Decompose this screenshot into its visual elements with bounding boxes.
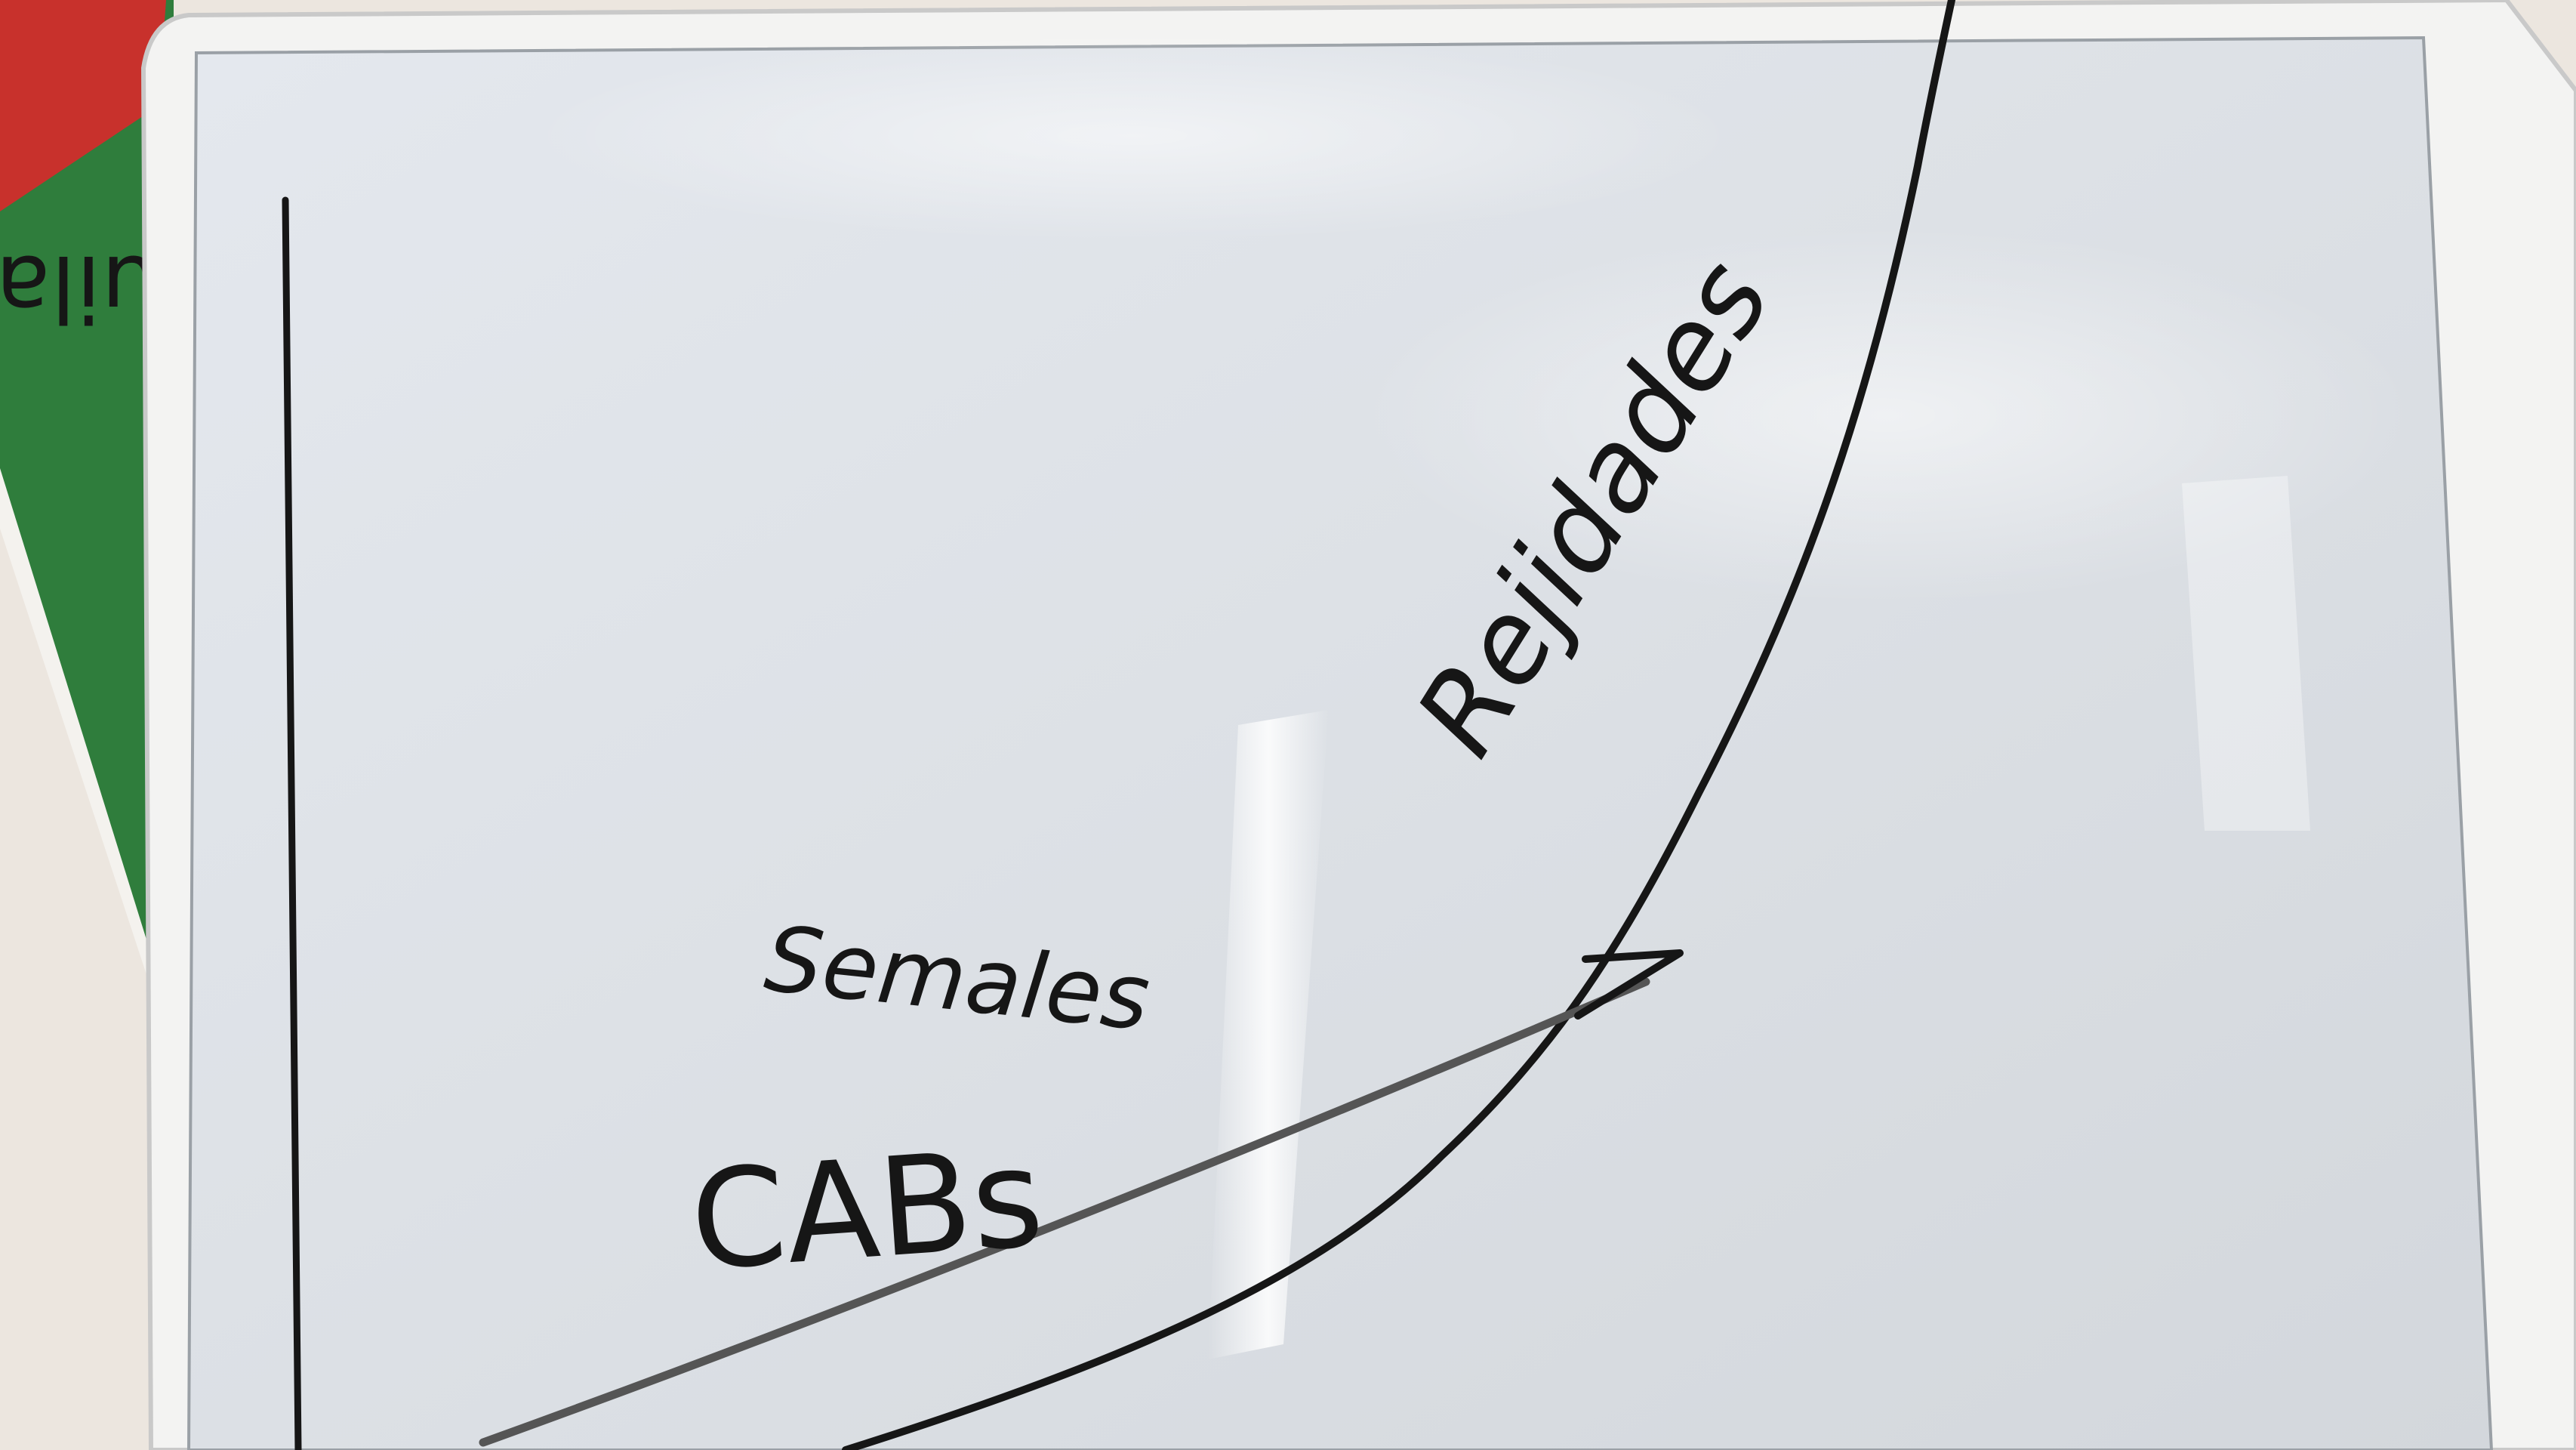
line-label-bottom: CABs [686, 1119, 1048, 1301]
linear-trend-line [479, 977, 1650, 1447]
reflection-right [1359, 227, 2416, 604]
background-poster: uila [0, 0, 174, 1057]
poster-text: uila [0, 235, 159, 340]
arrow-head-icon [1574, 949, 1684, 1020]
reflection-top [528, 30, 1736, 242]
light-glare-right [2182, 476, 2310, 831]
vertical-axis-line [282, 196, 302, 1450]
exponential-curve [842, 0, 1955, 1450]
light-glare [1208, 710, 1329, 1359]
